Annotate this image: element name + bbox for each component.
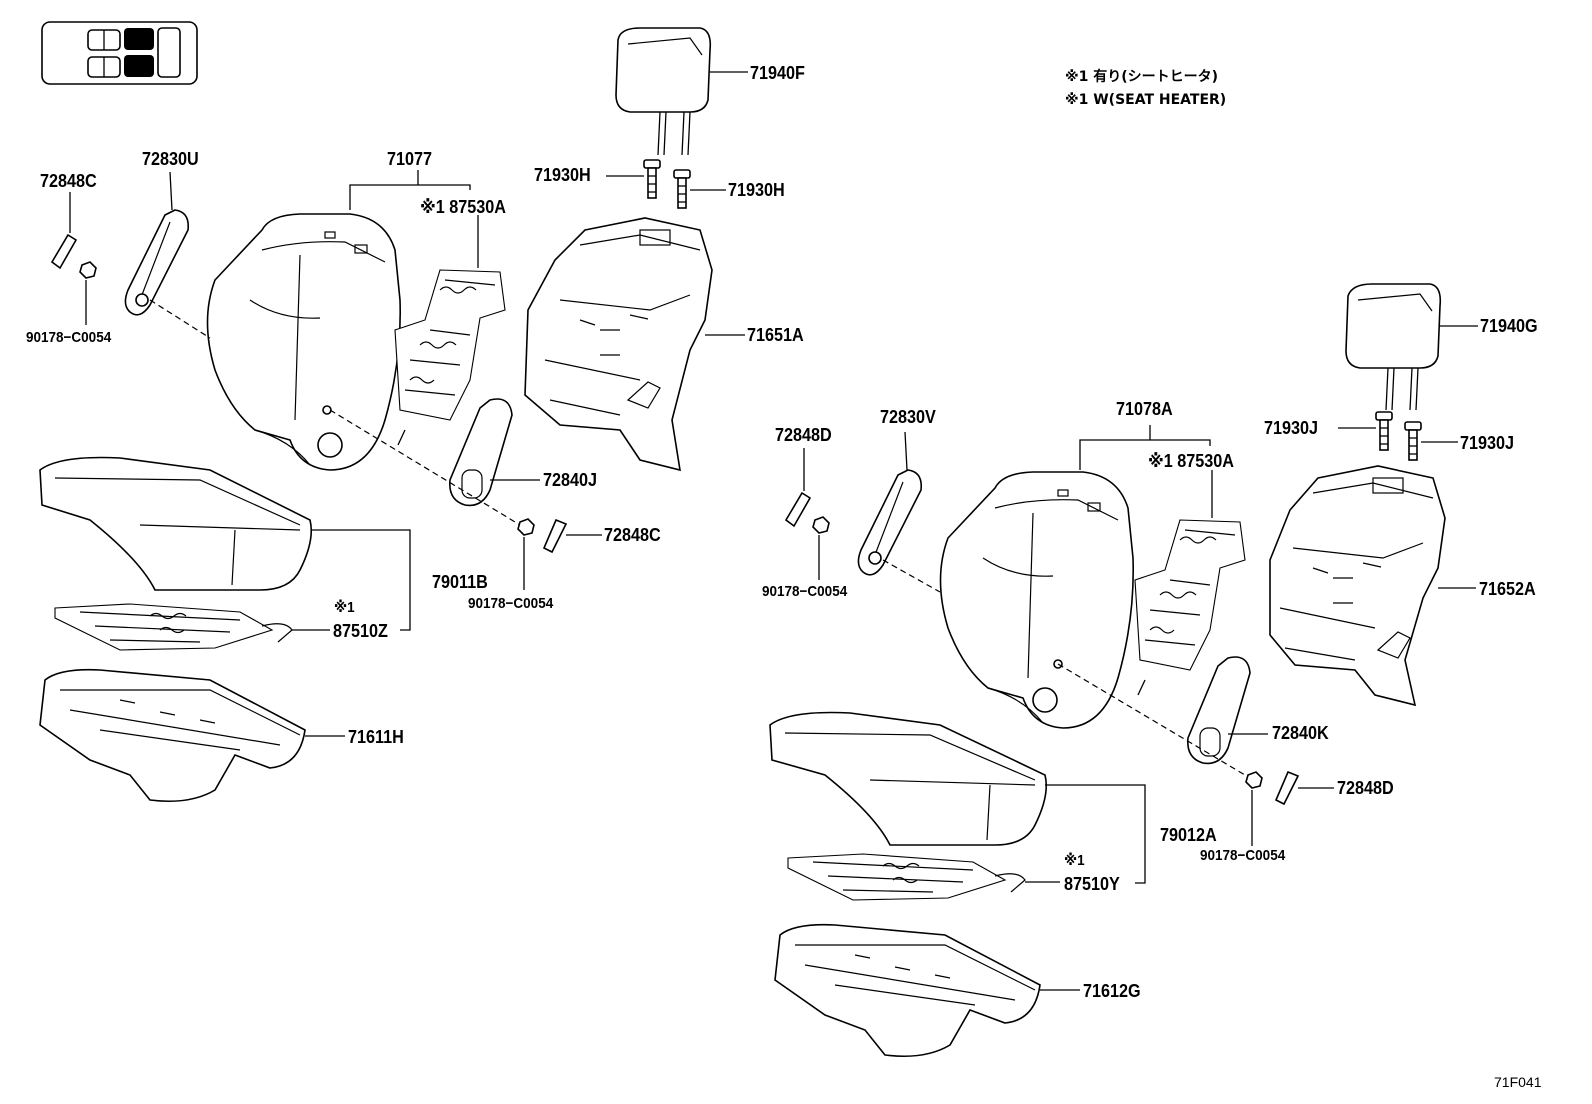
headrest-71940F (615, 27, 748, 156)
side-trim-72830V (857, 431, 923, 576)
cushion-cover-79011B (39, 456, 411, 631)
label-72848D-right: 72848D (1337, 778, 1394, 798)
seat-layout-icon (41, 21, 198, 85)
seatback-cover-71077 (206, 170, 471, 471)
label-71930H-right: 71930H (728, 180, 785, 200)
label-71651A: 71651A (747, 325, 804, 345)
seatback-frame-71651A (524, 217, 745, 472)
cushion-heater-87510Y (787, 853, 1060, 901)
cushion-cover-79012A (769, 711, 1146, 884)
label-90178-C0054-mid: 90178−C0054 (468, 595, 554, 612)
label-72830V: 72830V (880, 407, 936, 427)
label-71940G: 71940G (1480, 316, 1538, 336)
label-72848D-left: 72848D (775, 425, 832, 445)
label-79011B: 79011B (432, 572, 488, 592)
seatback-cover-71078A (939, 425, 1211, 729)
clip-72848C-left (50, 192, 78, 270)
clip-72848C-mid (542, 518, 602, 554)
label-71930J-right: 71930J (1460, 433, 1515, 453)
label-87530A-left: ※1 87530A (420, 197, 507, 217)
label-71930H-left: 71930H (534, 165, 591, 185)
label-87510Z: 87510Z (333, 621, 388, 641)
label-71612G: 71612G (1083, 981, 1141, 1001)
seatback-frame-71652A (1269, 465, 1476, 707)
label-72840J: 72840J (543, 470, 598, 490)
headrest-guides-71930H (606, 159, 726, 209)
label-90178-C0054-top-left: 90178−C0054 (26, 329, 112, 346)
note-seat-heater-jp: ※1 有り(シートヒータ) (1065, 69, 1219, 85)
clip-72848D-left (784, 448, 812, 528)
side-trim-72830U (124, 171, 190, 316)
cushion-frame-71612G (774, 923, 1080, 1058)
label-71652A: 71652A (1479, 579, 1536, 599)
label-71077: 71077 (387, 149, 433, 169)
label-87530A-right: ※1 87530A (1148, 451, 1235, 471)
seatback-heater-87530A-right (1134, 470, 1246, 696)
side-trim-72840K (1186, 656, 1268, 765)
label-71611H: 71611H (348, 727, 404, 747)
label-71940F: 71940F (750, 63, 805, 83)
headrest-guides-71930J (1338, 411, 1458, 461)
label-72840K: 72840K (1272, 723, 1329, 743)
label-heater-mark-right: ※1 (1064, 852, 1085, 869)
label-90178-C0054-bottom-right: 90178−C0054 (1200, 847, 1286, 864)
nut-90178-bottom-right (1245, 771, 1263, 846)
side-trim-72840J (448, 398, 540, 507)
label-90178-C0054-right: 90178−C0054 (762, 583, 848, 600)
label-79012A: 79012A (1160, 825, 1217, 845)
nut-90178-left (79, 261, 97, 325)
label-72830U: 72830U (142, 149, 199, 169)
label-87510Y: 87510Y (1064, 874, 1120, 894)
cushion-heater-87510Z (54, 603, 330, 651)
label-71930J-left: 71930J (1264, 418, 1319, 438)
diagram-code: 71F041 (1494, 1074, 1542, 1090)
clip-72848D-right (1274, 770, 1334, 806)
nut-90178-mid (517, 518, 535, 590)
note-seat-heater-en: ※1 W(SEAT HEATER) (1065, 92, 1227, 108)
label-72848C-mid: 72848C (604, 525, 661, 545)
seatback-heater-87530A (394, 215, 506, 446)
label-heater-mark-left: ※1 (334, 599, 355, 616)
label-72848C-top-left: 72848C (40, 171, 97, 191)
label-71078A: 71078A (1116, 399, 1173, 419)
nut-90178-right (812, 516, 830, 580)
cushion-frame-71611H (39, 668, 345, 803)
headrest-71940G (1345, 283, 1478, 411)
